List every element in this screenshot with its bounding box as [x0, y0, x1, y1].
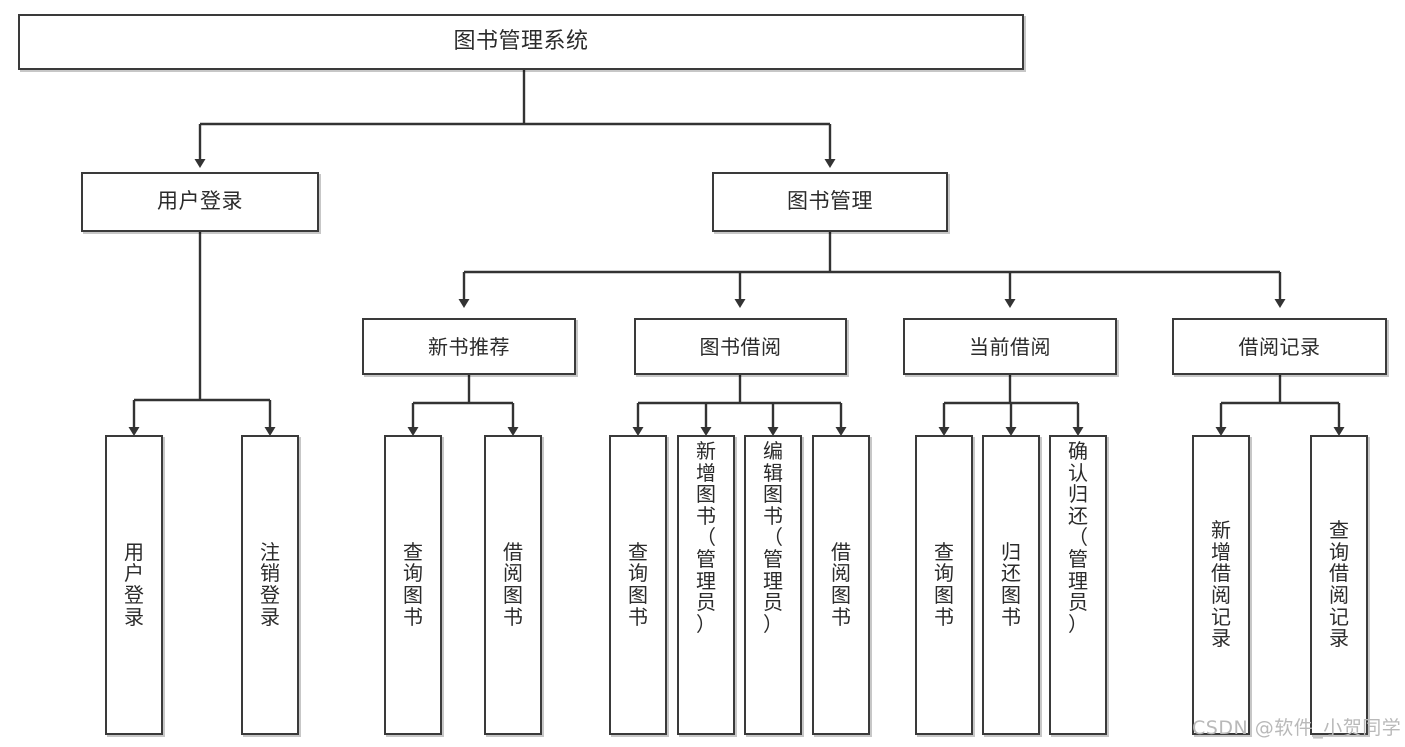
leaf-book-borrow-query[interactable]: 查询图书 — [609, 435, 667, 735]
node-label: 注销登录 — [260, 539, 280, 629]
node-label: 查询图书 — [403, 539, 423, 629]
node-label: 当前借阅 — [969, 334, 1051, 359]
node-label: 归还图书 — [1001, 539, 1021, 629]
node-new-book-recommend[interactable]: 新书推荐 — [362, 318, 576, 375]
node-label: 查询图书 — [934, 539, 954, 629]
leaf-current-borrow-confirm-return[interactable]: 确认归还（管理员） — [1049, 435, 1107, 735]
node-label: 新增图书（管理员） — [696, 439, 716, 636]
leaf-book-borrow-add[interactable]: 新增图书（管理员） — [677, 435, 735, 735]
node-label: 用户登录 — [157, 189, 243, 214]
node-user-login[interactable]: 用户登录 — [81, 172, 319, 232]
node-label: 图书管理 — [787, 189, 873, 214]
leaf-borrow-record-query[interactable]: 查询借阅记录 — [1310, 435, 1368, 735]
node-label: 借阅图书 — [831, 539, 851, 629]
leaf-borrow-record-add[interactable]: 新增借阅记录 — [1192, 435, 1250, 735]
node-label: 查询借阅记录 — [1329, 518, 1349, 651]
leaf-current-borrow-return[interactable]: 归还图书 — [982, 435, 1040, 735]
leaf-current-borrow-query[interactable]: 查询图书 — [915, 435, 973, 735]
node-label: 用户登录 — [124, 539, 144, 629]
csdn-watermark: CSDN @软件_小贺同学 — [1192, 717, 1402, 739]
node-label: 图书管理系统 — [453, 28, 589, 54]
leaf-new-book-query[interactable]: 查询图书 — [384, 435, 442, 735]
leaf-book-borrow-borrow[interactable]: 借阅图书 — [812, 435, 870, 735]
leaf-new-book-borrow[interactable]: 借阅图书 — [484, 435, 542, 735]
node-label: 编辑图书（管理员） — [763, 439, 783, 636]
node-label: 借阅记录 — [1238, 334, 1321, 359]
leaf-user-login-logout[interactable]: 注销登录 — [241, 435, 299, 735]
node-borrow-record[interactable]: 借阅记录 — [1172, 318, 1387, 375]
node-root-system[interactable]: 图书管理系统 — [18, 14, 1024, 70]
node-label: 新书推荐 — [428, 334, 510, 359]
node-book-borrow[interactable]: 图书借阅 — [634, 318, 847, 375]
node-label: 确认归还（管理员） — [1068, 439, 1088, 636]
node-label: 新增借阅记录 — [1211, 518, 1231, 651]
node-label: 借阅图书 — [503, 539, 523, 629]
leaf-book-borrow-edit[interactable]: 编辑图书（管理员） — [744, 435, 802, 735]
leaf-user-login-login[interactable]: 用户登录 — [105, 435, 163, 735]
node-label: 图书借阅 — [699, 334, 782, 359]
node-current-borrow[interactable]: 当前借阅 — [903, 318, 1117, 375]
node-label: 查询图书 — [628, 539, 648, 629]
node-book-management[interactable]: 图书管理 — [712, 172, 948, 232]
